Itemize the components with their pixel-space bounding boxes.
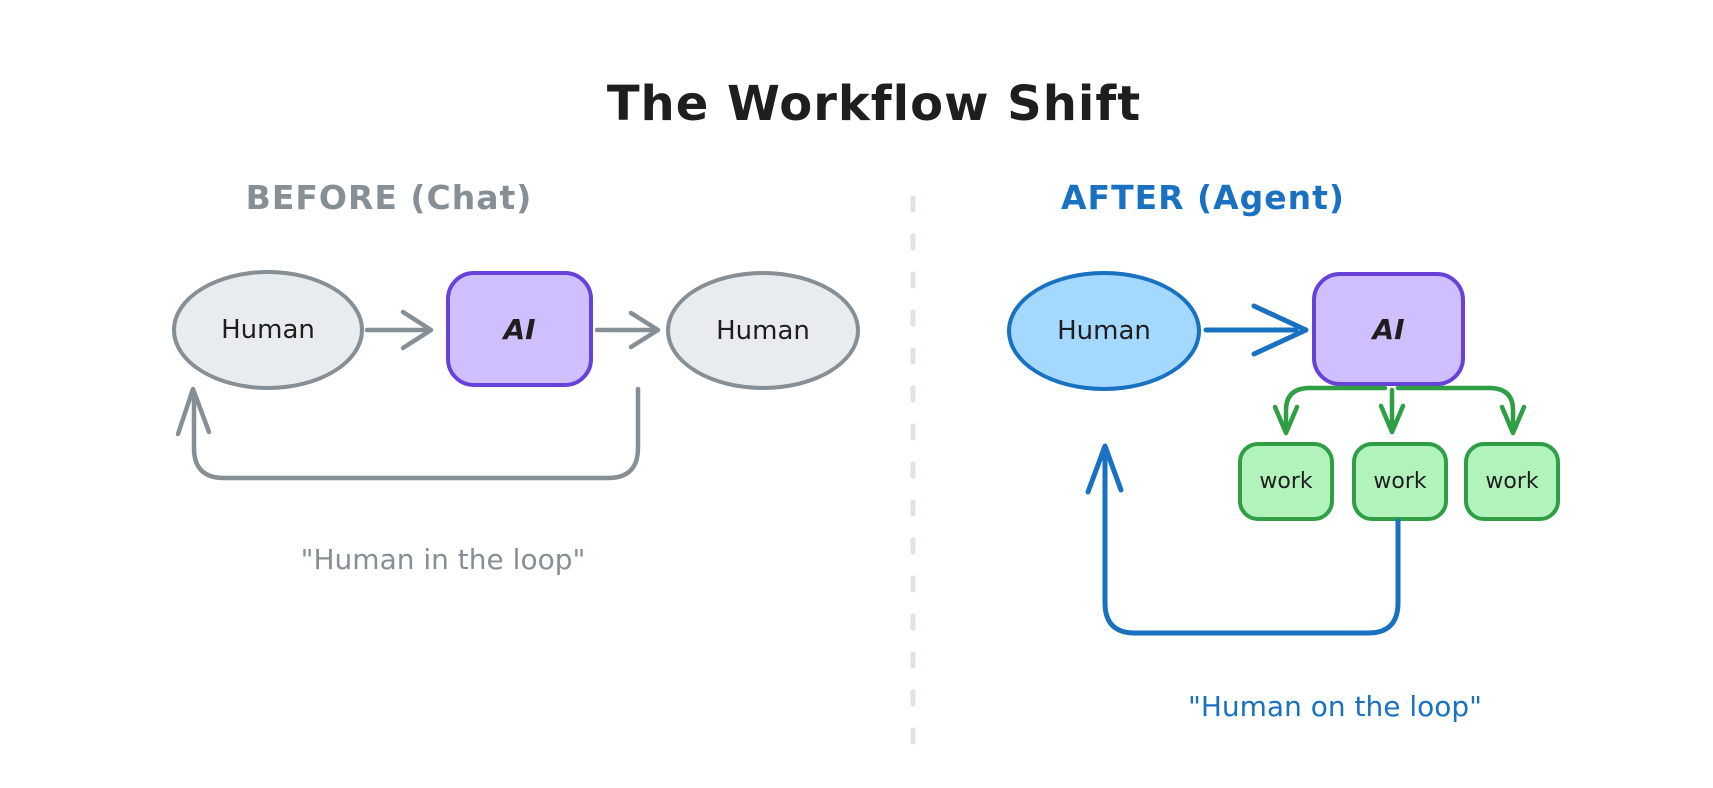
before-human-input-node: Human — [172, 270, 364, 390]
after-fanout-left-head-icon — [1272, 404, 1300, 436]
after-fanout-center-head-icon — [1378, 403, 1406, 435]
after-fanout-right-head-icon — [1499, 404, 1527, 436]
after-work-label-1: work — [1259, 469, 1313, 494]
after-ai-label: AI — [1372, 312, 1405, 346]
before-loop-path — [191, 386, 641, 481]
after-human-label: Human — [1057, 316, 1151, 346]
after-ai-node: AI — [1312, 272, 1465, 386]
before-caption: "Human in the loop" — [300, 543, 586, 576]
before-arrow-ai-to-human — [594, 310, 661, 350]
page-title: The Workflow Shift — [606, 76, 1142, 132]
before-section-label: BEFORE (Chat) — [245, 178, 533, 217]
after-work-label-3: work — [1485, 469, 1539, 494]
after-arrow-head-icon — [1251, 303, 1309, 357]
after-arrow-human-to-ai — [1203, 303, 1309, 357]
after-work-node-1: work — [1238, 442, 1334, 521]
after-work-node-3: work — [1464, 442, 1560, 521]
after-work-label-2: work — [1373, 469, 1427, 494]
after-fanout-right-path — [1395, 385, 1516, 431]
before-human-review-label: Human — [716, 315, 810, 346]
before-arrow-2-head-icon — [628, 310, 661, 350]
after-human-node: Human — [1007, 271, 1201, 391]
before-arrow-human-to-ai — [364, 309, 434, 351]
after-section-label: AFTER (Agent) — [1060, 178, 1345, 217]
before-loop-arrow — [175, 386, 641, 481]
before-arrow-1-head-icon — [400, 309, 434, 351]
after-fanout-arrows — [1272, 385, 1527, 436]
before-human-review-node: Human — [666, 271, 860, 390]
after-caption: "Human on the loop" — [1187, 690, 1483, 723]
before-loop-head-icon — [175, 386, 212, 437]
before-ai-label: AI — [503, 312, 536, 346]
before-human-input-label: Human — [221, 315, 315, 345]
before-ai-node: AI — [446, 271, 593, 387]
after-work-node-2: work — [1352, 442, 1448, 521]
after-fanout-left-path — [1283, 385, 1388, 431]
after-loop-head-icon — [1085, 443, 1124, 495]
